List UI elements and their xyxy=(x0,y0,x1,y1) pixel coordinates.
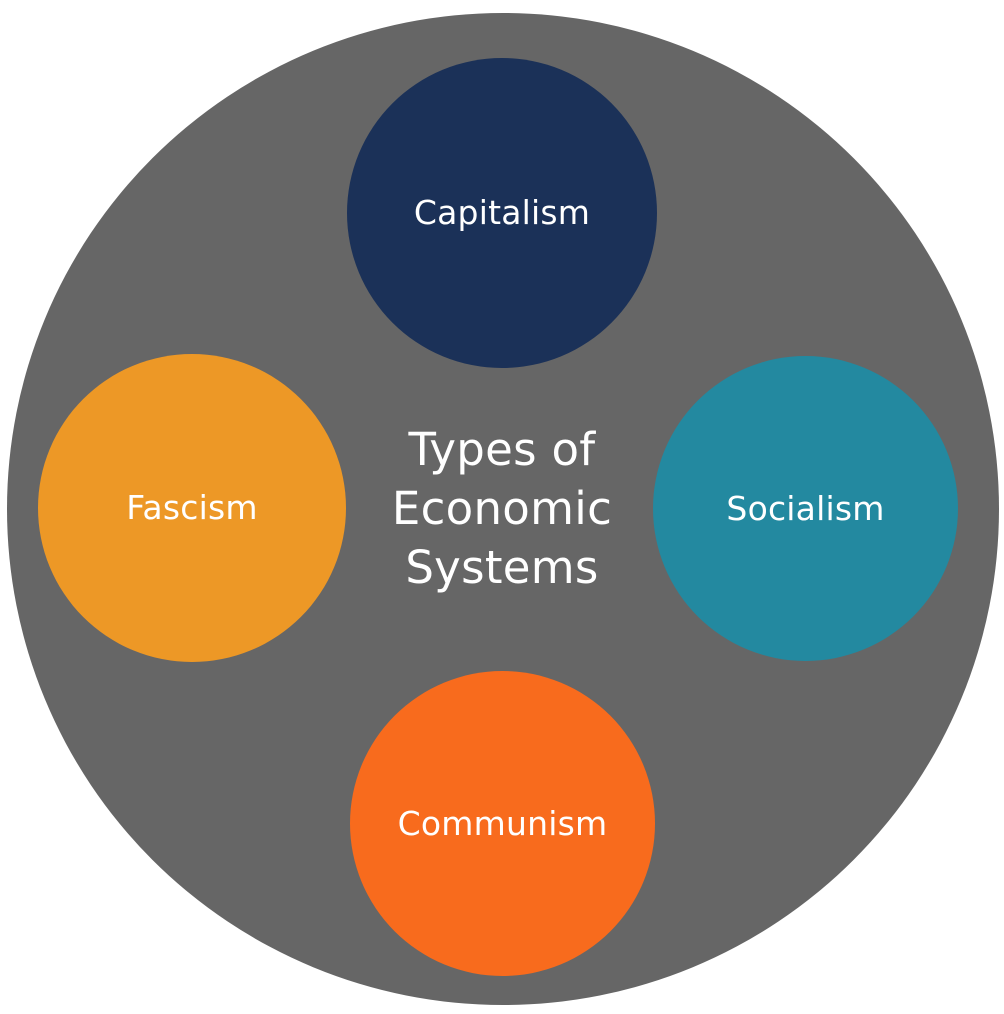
node-socialism-label: Socialism xyxy=(726,488,885,528)
node-communism-label: Communism xyxy=(397,803,608,843)
center-title-line-1: Types of xyxy=(408,422,596,476)
node-capitalism-label: Capitalism xyxy=(413,193,591,233)
node-capitalism[interactable]: Capitalism xyxy=(347,58,657,368)
node-communism[interactable]: Communism xyxy=(350,671,655,976)
diagram-center-title: Types of Economic Systems xyxy=(352,413,652,603)
node-fascism[interactable]: Fascism xyxy=(38,354,346,662)
center-title-line-2: Economic xyxy=(391,481,613,535)
center-title-line-3: Systems xyxy=(405,540,599,594)
node-fascism-label: Fascism xyxy=(126,488,258,528)
node-socialism[interactable]: Socialism xyxy=(653,356,958,661)
